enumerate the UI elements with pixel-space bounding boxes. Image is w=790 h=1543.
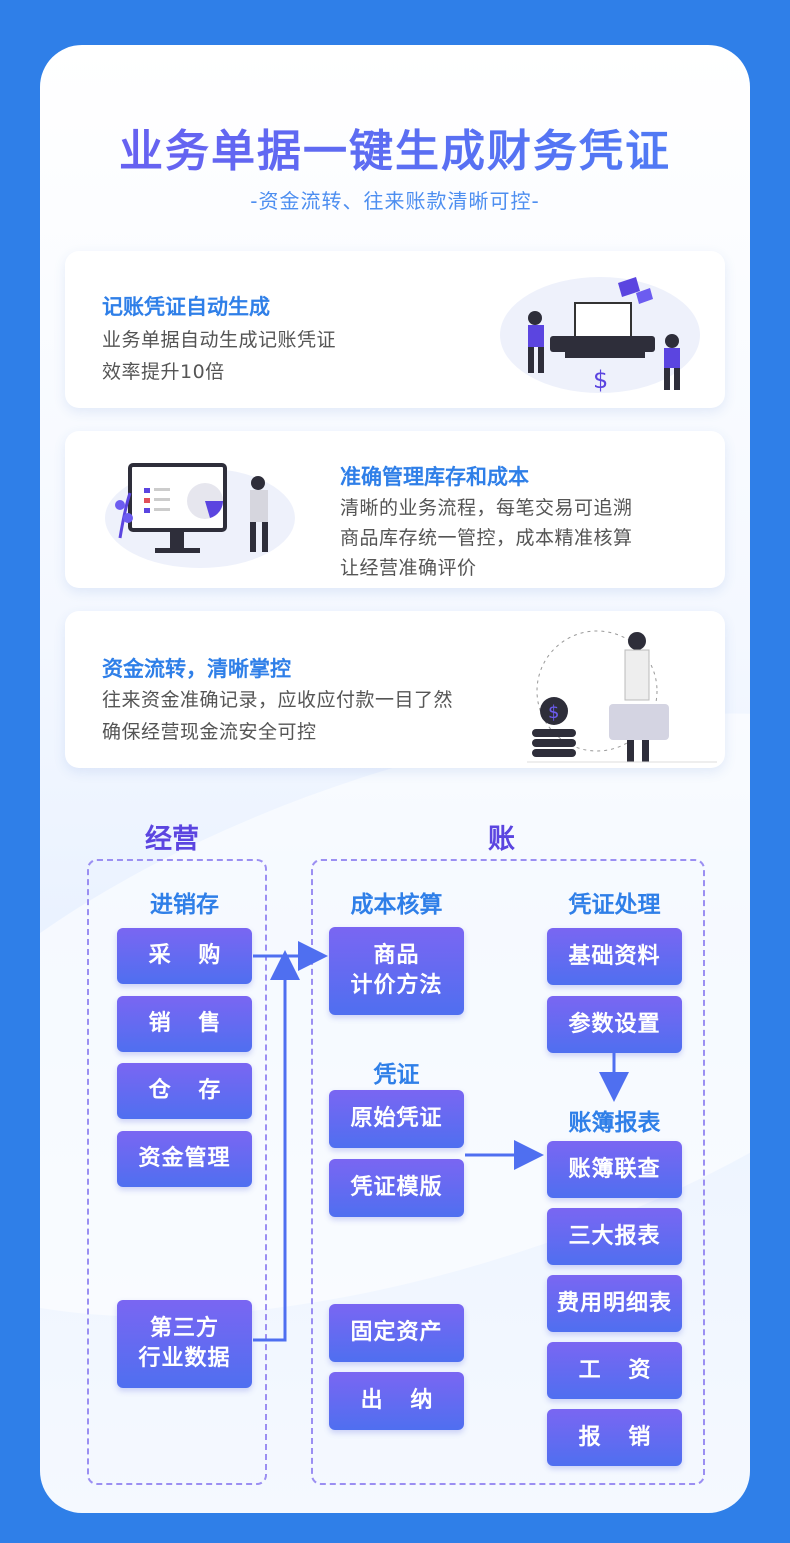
button-parameter-settings[interactable]: 参数设置 — [547, 996, 682, 1053]
column-head-operation: 经营 — [145, 824, 199, 855]
button-expense-details[interactable]: 费用明细表 — [547, 1275, 682, 1332]
card-line: 让经营准确评价 — [340, 557, 477, 579]
card-icon — [609, 704, 669, 740]
button-sales[interactable]: 销 售 — [117, 996, 252, 1052]
button-fund-management[interactable]: 资金管理 — [117, 1131, 252, 1187]
coin-stack-icon: $ — [532, 697, 576, 757]
section-title-voucher: 凭证 — [373, 1062, 420, 1088]
card-line: 确保经营现金流安全可控 — [102, 721, 317, 743]
button-salary[interactable]: 工 资 — [547, 1342, 682, 1399]
button-voucher-template[interactable]: 凭证模版 — [329, 1159, 464, 1217]
feature-card-cashflow: 资金流转，清晰掌控 往来资金准确记录，应收应付款一目了然 确保经营现金流安全可控… — [65, 611, 725, 768]
button-ledger-query[interactable]: 账簿联查 — [547, 1141, 682, 1198]
button-pricing-method[interactable]: 商品 计价方法 — [329, 927, 464, 1015]
card-line: 清晰的业务流程，每笔交易可追溯 — [340, 497, 633, 519]
button-purchase[interactable]: 采 购 — [117, 928, 252, 984]
button-original-voucher[interactable]: 原始凭证 — [329, 1090, 464, 1148]
page-title: 业务单据一键生成财务凭证 — [0, 115, 790, 179]
monitor-analytics-illustration — [105, 463, 295, 568]
feature-card-inventory: 准确管理库存和成本 清晰的业务流程，每笔交易可追溯 商品库存统一管控，成本精准核… — [65, 431, 725, 588]
page-subtitle: -资金流转、往来账款清晰可控- — [250, 189, 540, 213]
operation-group — [87, 859, 267, 1485]
button-fixed-assets[interactable]: 固定资产 — [329, 1304, 464, 1362]
button-line: 第三方 — [149, 1316, 219, 1341]
feature-card-voucher: 记账凭证自动生成 业务单据自动生成记账凭证 效率提升10倍 $ — [65, 251, 725, 408]
button-warehouse[interactable]: 仓 存 — [117, 1063, 252, 1119]
dollar-icon: $ — [593, 366, 608, 394]
accounts-group — [311, 859, 705, 1485]
button-line: 行业数据 — [138, 1346, 231, 1371]
section-title-cost: 成本核算 — [350, 892, 443, 918]
button-basic-data[interactable]: 基础资料 — [547, 928, 682, 985]
card-line: 业务单据自动生成记账凭证 — [102, 329, 337, 351]
workers-printer-illustration: $ — [500, 277, 700, 394]
card-line: 效率提升10倍 — [102, 361, 225, 383]
card-title: 资金流转，清晰掌控 — [102, 657, 291, 681]
card-line: 往来资金准确记录，应收应付款一目了然 — [102, 689, 454, 711]
card-title: 记账凭证自动生成 — [102, 295, 270, 319]
card-line: 商品库存统一管控，成本精准核算 — [340, 527, 633, 549]
dollar-icon: $ — [548, 702, 559, 723]
card-title: 准确管理库存和成本 — [340, 465, 529, 489]
button-third-party-data[interactable]: 第三方 行业数据 — [117, 1300, 252, 1388]
column-head-accounts: 账 — [488, 824, 515, 855]
section-title-voucher-processing: 凭证处理 — [568, 892, 661, 918]
button-three-statements[interactable]: 三大报表 — [547, 1208, 682, 1265]
arrow-third-party-up — [253, 950, 300, 1342]
button-line: 商品 — [373, 943, 420, 968]
section-title-ledger: 账簿报表 — [568, 1110, 661, 1136]
button-reimbursement[interactable]: 报 销 — [547, 1409, 682, 1466]
button-cashier[interactable]: 出 纳 — [329, 1372, 464, 1430]
button-line: 计价方法 — [350, 973, 443, 998]
person-card-illustration: $ — [527, 630, 717, 763]
section-title-jxc: 进销存 — [150, 892, 219, 918]
